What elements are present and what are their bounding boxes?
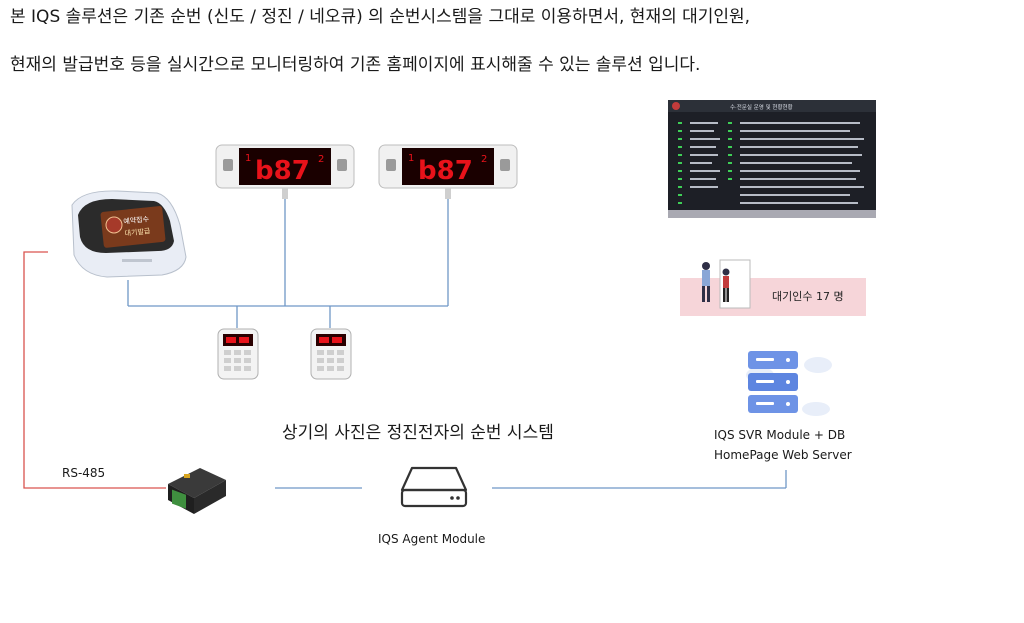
- keypad-right: [310, 328, 352, 380]
- waiting-count-text: 대기인수 17 명: [772, 290, 844, 303]
- system-caption: 상기의 사진은 정진전자의 순번 시스템: [282, 423, 554, 443]
- intro-line-1: 본 IQS 솔루션은 기존 순번 (신도 / 정진 / 네오큐) 의 순번시스템…: [10, 7, 751, 27]
- kiosk-screen-line-b: 대기발급: [124, 226, 151, 238]
- keypad-left: [217, 328, 259, 380]
- kiosk-logo-icon: [105, 216, 123, 234]
- led-small-top: 1: [408, 153, 414, 164]
- led-display-right: 1 b87 2: [378, 144, 518, 199]
- rs485-line: [23, 251, 166, 489]
- server-label-line-2: HomePage Web Server: [714, 448, 852, 462]
- led-display-left: 1 b87 2: [215, 144, 355, 199]
- led-small-right: 2: [481, 154, 487, 165]
- agent-module-icon: [400, 466, 468, 508]
- server-stack-icon: [746, 351, 832, 416]
- waiting-card: 대기인수 17 명: [680, 252, 866, 316]
- kiosk-device: 예약접수 대기발급: [71, 190, 187, 278]
- agent-label: IQS Agent Module: [378, 532, 486, 546]
- rs485-label: RS-485: [62, 466, 106, 480]
- kiosk-screen-line-a: 예약접수: [123, 214, 150, 226]
- status-board: 수·전문실 운영 및 현황현황: [668, 100, 876, 218]
- led-small-top: 1: [245, 153, 251, 164]
- board-logo-icon: [672, 102, 680, 110]
- people-at-kiosk-icon: [702, 259, 751, 309]
- led-digits: b87: [418, 156, 473, 186]
- led-small-right: 2: [318, 154, 324, 165]
- speaker-grille-icon: [223, 159, 347, 171]
- rs485-converter: [168, 468, 226, 514]
- led-digits: b87: [255, 156, 310, 186]
- server-label-line-1: IQS SVR Module + DB: [714, 428, 846, 442]
- intro-line-2: 현재의 발급번호 등을 실시간으로 모니터링하여 기존 홈페이지에 표시해줄 수…: [10, 55, 701, 75]
- board-title: 수·전문실 운영 및 현황현황: [730, 103, 793, 111]
- speaker-grille-icon: [386, 159, 510, 171]
